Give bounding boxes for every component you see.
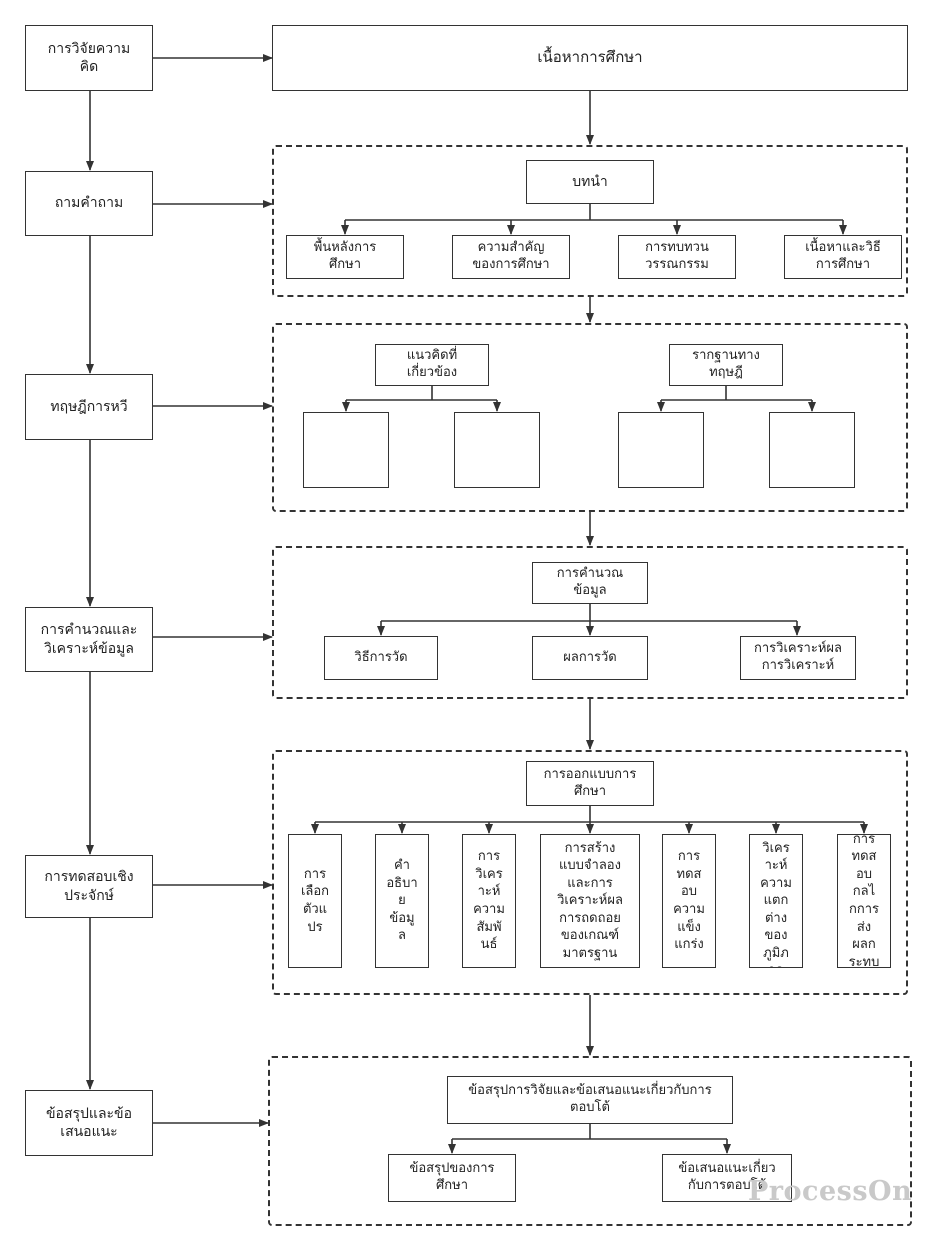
- step-ask-question[interactable]: ถามคำถาม: [25, 171, 153, 236]
- empty-box[interactable]: [454, 412, 540, 488]
- step-theory[interactable]: ทฤษฎีการหวี: [25, 374, 153, 440]
- data-child-box[interactable]: การวิเคราะห์ผล การวิเคราะห์: [740, 636, 856, 680]
- step-data-analysis[interactable]: การคำนวณและ วิเคราะห์ข้อมูล: [25, 607, 153, 672]
- conclusion-child-box[interactable]: ข้อสรุปของการ ศึกษา: [388, 1154, 516, 1202]
- intro-child-box[interactable]: เนื้อหาและวิธี การศึกษา: [784, 235, 902, 279]
- intro-child-box[interactable]: พื้นหลังการ ศึกษา: [286, 235, 404, 279]
- design-child-box[interactable]: คำ อธิบา ย ข้อมู ล: [375, 834, 429, 968]
- section-data-group: [272, 546, 908, 699]
- design-child-box[interactable]: การ ทดส อบ ความ แข็ง แกร่ง: [662, 834, 716, 968]
- data-child-box[interactable]: วิธีการวัด: [324, 636, 438, 680]
- processon-watermark: ProcessOn: [748, 1176, 913, 1207]
- section-empirical-group: [272, 750, 908, 995]
- empty-box[interactable]: [303, 412, 389, 488]
- empty-box[interactable]: [769, 412, 855, 488]
- design-child-box[interactable]: การ วิเคร าะห์ ความ แตก ต่าง ของ ภูมิภ า…: [749, 834, 803, 968]
- section-introduction-group: [272, 145, 908, 297]
- design-child-box[interactable]: การ เลือก ตัวแ ปร: [288, 834, 342, 968]
- theoretical-foundation-box[interactable]: รากฐานทาง ทฤษฎี: [669, 344, 783, 386]
- step-empirical-test[interactable]: การทดสอบเชิง ประจักษ์: [25, 855, 153, 918]
- design-child-box[interactable]: การ ทดส อบ กลไ กการ ส่ง ผลก ระทบ: [837, 834, 891, 968]
- section-theory-group: [272, 323, 908, 512]
- study-design-root-box[interactable]: การออกแบบการ ศึกษา: [526, 761, 654, 806]
- main-title-box[interactable]: เนื้อหาการศึกษา: [272, 25, 908, 91]
- conclusion-root-box[interactable]: ข้อสรุปการวิจัยและข้อเสนอแนะเกี่ยวกับการ…: [447, 1076, 733, 1124]
- intro-child-box[interactable]: ความสำคัญ ของการศึกษา: [452, 235, 570, 279]
- data-calc-root-box[interactable]: การคำนวณ ข้อมูล: [532, 562, 648, 604]
- step-research-idea[interactable]: การวิจัยความ คิด: [25, 25, 153, 91]
- design-child-box[interactable]: การสร้าง แบบจำลอง และการ วิเคราะห์ผล การ…: [540, 834, 640, 968]
- intro-root-box[interactable]: บทนำ: [526, 160, 654, 204]
- empty-box[interactable]: [618, 412, 704, 488]
- conclusion-child-box[interactable]: ข้อเสนอแนะเกี่ยว กับการตอบโต้: [662, 1154, 792, 1202]
- data-child-box[interactable]: ผลการวัด: [532, 636, 648, 680]
- section-conclusion-group: [268, 1056, 912, 1226]
- design-child-box[interactable]: การ วิเคร าะห์ ความ สัมพั นธ์: [462, 834, 516, 968]
- intro-child-box[interactable]: การทบทวน วรรณกรรม: [618, 235, 736, 279]
- step-conclusion[interactable]: ข้อสรุปและข้อ เสนอแนะ: [25, 1090, 153, 1156]
- related-concepts-box[interactable]: แนวคิดที่ เกี่ยวข้อง: [375, 344, 489, 386]
